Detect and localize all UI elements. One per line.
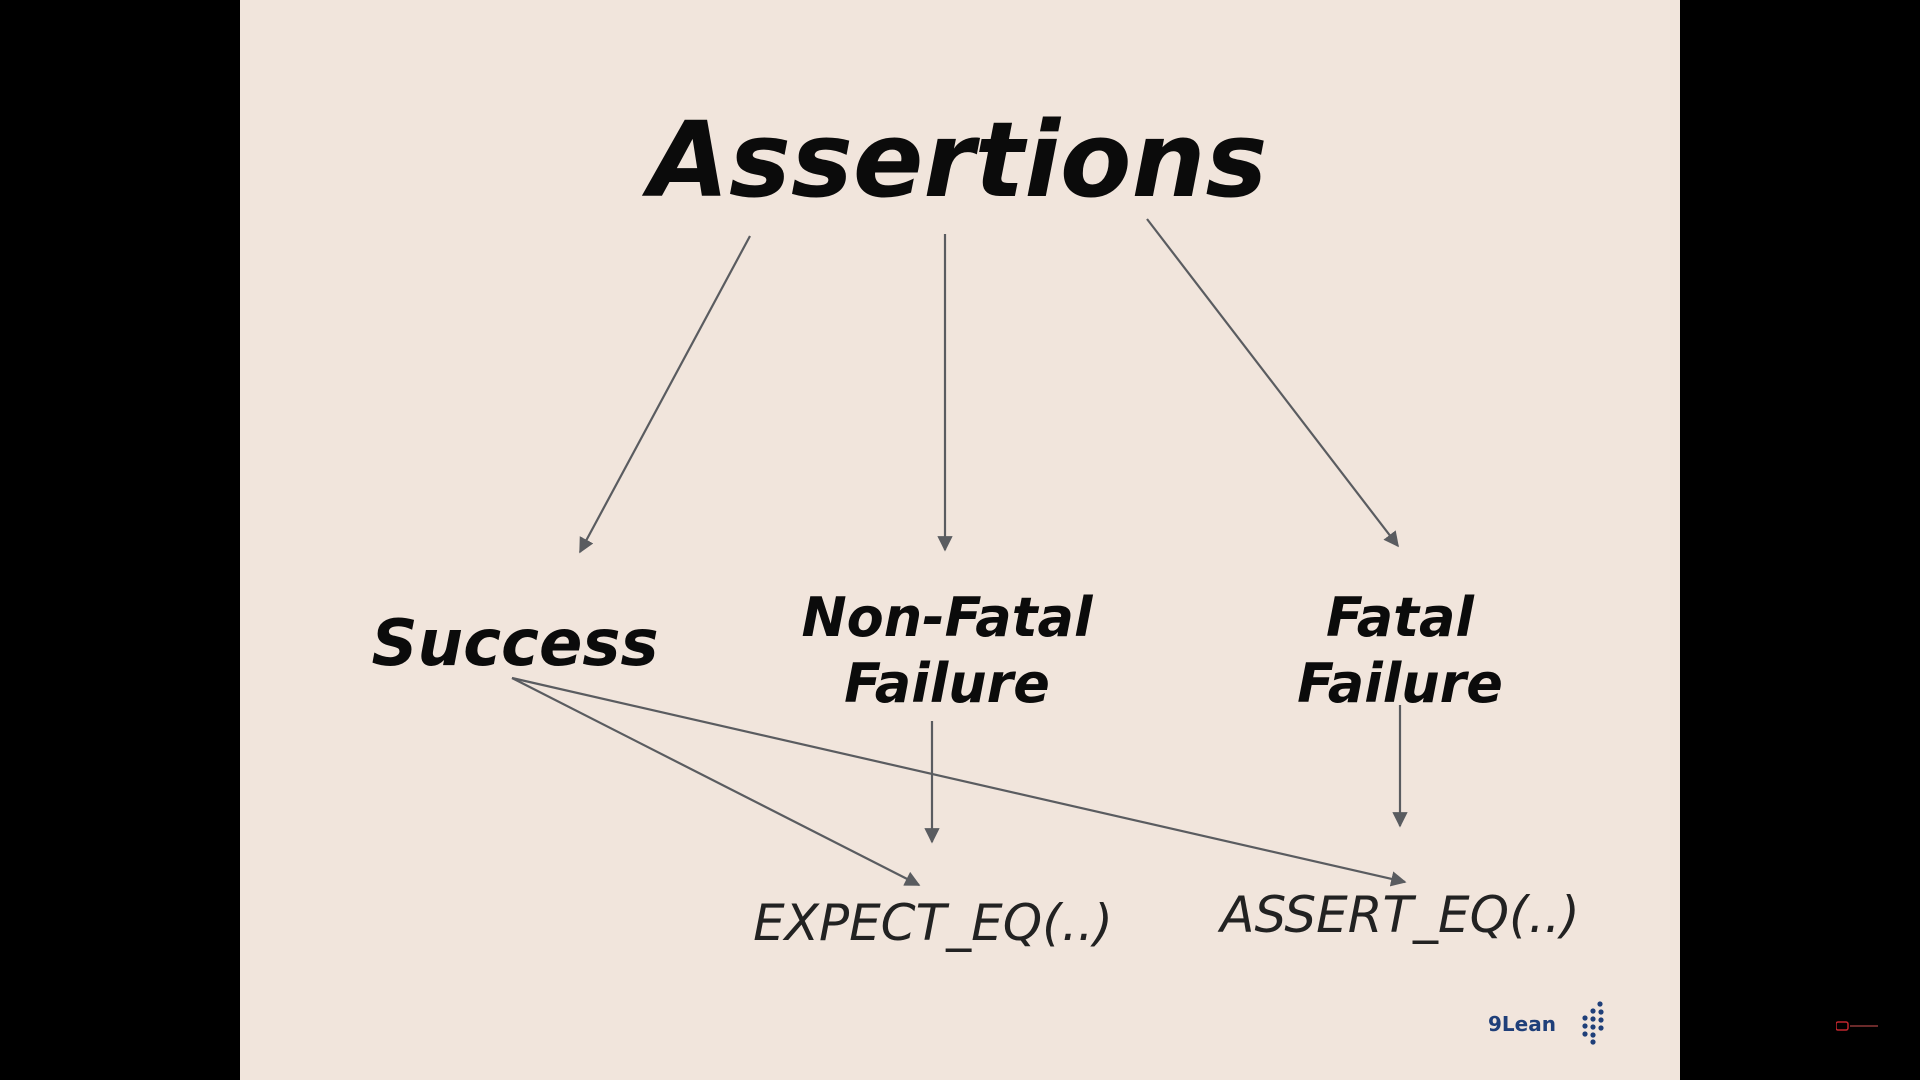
arrow-assertions-to-fatal: [1146, 218, 1399, 548]
node-success: Success: [371, 607, 658, 681]
watermark-icon: [1836, 1021, 1878, 1031]
logo-dots-icon: [1582, 1001, 1604, 1045]
logo-text: 9Lean: [1488, 1012, 1556, 1036]
node-non-fatal-failure-line1: Non-Fatal: [801, 586, 1094, 649]
node-non-fatal-failure-line2: Failure: [844, 652, 1050, 715]
node-fatal-failure-line1: Fatal: [1326, 586, 1475, 649]
arrow-success-to-assert: [511, 676, 1407, 887]
diagram-title: Assertions: [642, 99, 1268, 221]
node-fatal-failure-line2: Failure: [1297, 652, 1503, 715]
9lean-logo: 9Lean: [1488, 1001, 1604, 1045]
node-assert-eq: ASSERT_EQ(..): [1217, 886, 1580, 944]
presentation-slide: Assertions Success Non-Fatal Failure Fat…: [240, 0, 1680, 1080]
node-expect-eq: EXPECT_EQ(..): [753, 894, 1113, 952]
arrow-success-to-expect: [511, 677, 921, 886]
arrow-assertions-to-success: [579, 235, 751, 554]
assertions-diagram: Assertions Success Non-Fatal Failure Fat…: [371, 99, 1604, 1045]
